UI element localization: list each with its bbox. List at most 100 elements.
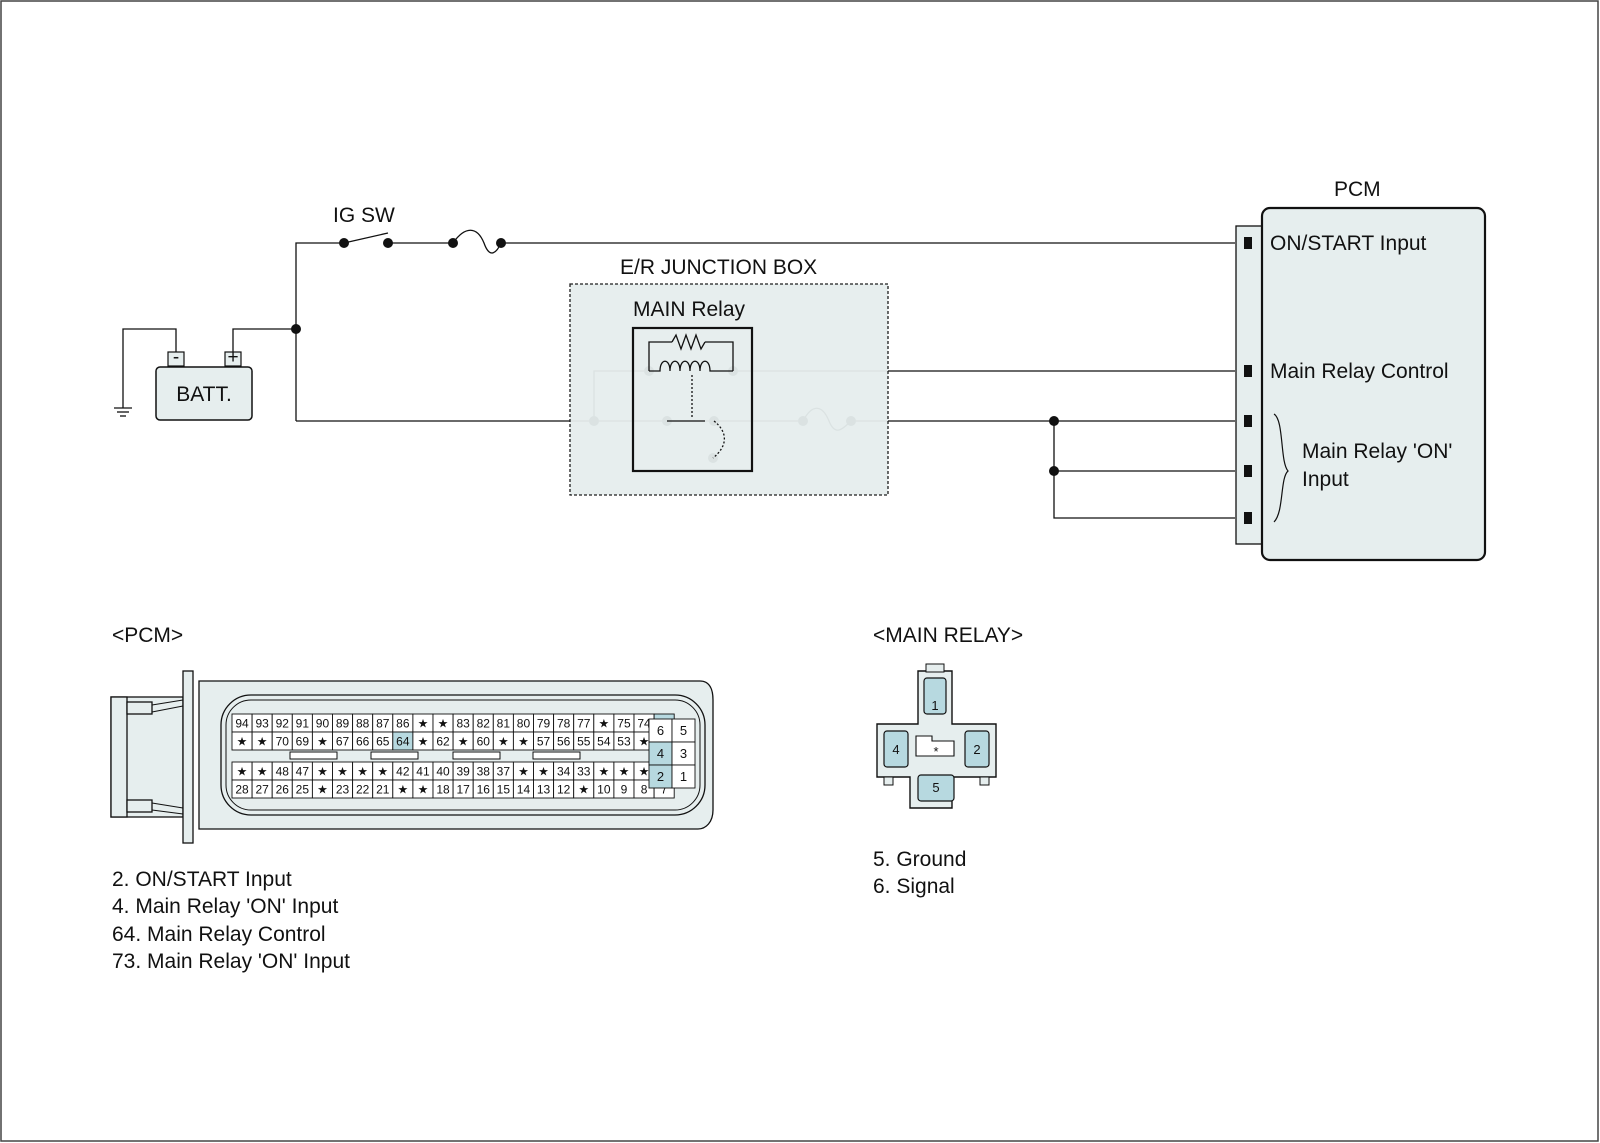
- pcm-pin-label: ★: [438, 717, 449, 731]
- pcm-pin-label: 47: [296, 765, 310, 779]
- battery: - + BATT.: [155, 347, 253, 421]
- pcm-pin-label: 66: [356, 735, 370, 749]
- pcm-pin-label: 38: [477, 765, 491, 779]
- pcm-pin-label: 74: [637, 717, 651, 731]
- pcm-pin-label: ★: [458, 735, 469, 749]
- pcm-side-pin-label: 3: [680, 746, 687, 761]
- pcm-pin-label: 78: [557, 717, 571, 731]
- pcm-pin-label: 88: [356, 717, 370, 731]
- pcm-legend-2: 4. Main Relay 'ON' Input: [112, 895, 338, 918]
- pcm-pin-label: 90: [316, 717, 330, 731]
- pcm-pin-label: 53: [617, 735, 631, 749]
- pcm-pin-label: ★: [619, 765, 630, 779]
- pcm-pin-label: ★: [418, 717, 429, 731]
- pcm-side-pin-cell: [671, 764, 696, 789]
- pcm-pin-label: 15: [497, 783, 511, 797]
- pcm-pin-label: 33: [577, 765, 591, 779]
- pcm-pin-label: 83: [456, 717, 470, 731]
- junction-box: E/R JUNCTION BOX MAIN Relay: [569, 256, 889, 496]
- pcm-pin-label: 55: [577, 735, 591, 749]
- pcm-pin-label: 64: [396, 735, 410, 749]
- pcm-pin-label: 57: [537, 735, 551, 749]
- pcm-pin-label: 86: [396, 717, 410, 731]
- pcm-pin-label: 65: [376, 735, 390, 749]
- pcm-side-pin-label: 2: [657, 769, 664, 784]
- pcm-pin-label: 81: [497, 717, 511, 731]
- pcm-legend-1: 2. ON/START Input: [112, 868, 292, 891]
- pcm-pin-label: 12: [557, 783, 571, 797]
- junction-box-label: E/R JUNCTION BOX: [620, 256, 817, 279]
- pcm-pin-label: 28: [235, 783, 249, 797]
- pcm-pin-label: ★: [397, 783, 408, 797]
- battery-neg-label: -: [173, 347, 179, 368]
- relay-connector-title: <MAIN RELAY>: [873, 624, 1023, 647]
- pcm-pin-label: 87: [376, 717, 390, 731]
- battery-pos-label: +: [227, 347, 238, 368]
- pcm-pin-label: 9: [621, 783, 628, 797]
- pcm-pin-label: 69: [296, 735, 310, 749]
- pcm-pin-label: 82: [477, 717, 491, 731]
- pcm-pin-label: ★: [538, 765, 549, 779]
- pcm-pin-label: 37: [497, 765, 511, 779]
- pcm-pin-label: ★: [317, 765, 328, 779]
- pcm-pin-relay-control: Main Relay Control: [1270, 360, 1449, 383]
- pcm-pin-label: ★: [337, 765, 348, 779]
- pcm-pin-label: ★: [237, 765, 248, 779]
- pcm-pin-label: 10: [597, 783, 611, 797]
- ground-symbol: [114, 328, 177, 417]
- pcm-pin-grid: 949392919089888786★★83828180797877★75747…: [231, 713, 675, 799]
- pcm-pin-label: ★: [598, 717, 609, 731]
- pcm-pin-label: 26: [276, 783, 290, 797]
- pcm-pin-label: ★: [237, 735, 248, 749]
- relay-on-input-label-1: Main Relay 'ON': [1302, 440, 1452, 463]
- pcm-pin-label: 8: [641, 783, 648, 797]
- relay-pin-1-label: 1: [931, 698, 938, 713]
- pin-group-brace: [1273, 413, 1289, 523]
- pcm-pin-label: 92: [276, 717, 290, 731]
- relay-connector: 1 2 4 5 *: [876, 663, 997, 809]
- pcm-pin-label: 42: [396, 765, 410, 779]
- pcm-title: PCM: [1334, 178, 1381, 201]
- pcm-pin-label: ★: [357, 765, 368, 779]
- pcm-pin-label: 39: [456, 765, 470, 779]
- pcm-pin-label: 89: [336, 717, 350, 731]
- pcm-pin-label: 94: [235, 717, 249, 731]
- pcm-pin-label: ★: [639, 735, 650, 749]
- pcm-side-pin-label: 4: [657, 746, 664, 761]
- pcm-pin-label: 41: [416, 765, 430, 779]
- pcm-pin-label: ★: [578, 783, 589, 797]
- pcm-module: PCM ON/START Input Main Relay Control Ma…: [1235, 178, 1487, 562]
- pcm-pin-label: 34: [557, 765, 571, 779]
- ig-sw-label: IG SW: [333, 204, 395, 227]
- pcm-pin-label: 77: [577, 717, 591, 731]
- relay-coil: [648, 333, 734, 459]
- relay-pin-1: [923, 677, 947, 715]
- pcm-pin-label: 25: [296, 783, 310, 797]
- pcm-pin-label: 62: [436, 735, 450, 749]
- relay-legend-2: 6. Signal: [873, 875, 955, 898]
- pcm-pin-label: 48: [276, 765, 290, 779]
- pcm-pin-label: 17: [456, 783, 470, 797]
- pcm-side-pin-label: 5: [680, 723, 687, 738]
- pcm-pin-label: 21: [376, 783, 390, 797]
- pcm-side-pin-label: 6: [657, 723, 664, 738]
- relay-pin-5: [917, 774, 955, 802]
- pcm-legend-4: 73. Main Relay 'ON' Input: [112, 950, 350, 973]
- main-relay-label: MAIN Relay: [633, 298, 746, 321]
- relay-pin-4: [883, 730, 909, 768]
- pcm-connector: 949392919089888786★★83828180797877★75747…: [110, 670, 714, 844]
- pcm-pin-label: 22: [356, 783, 370, 797]
- pcm-pin-label: 16: [477, 783, 491, 797]
- main-relay-box: [631, 326, 754, 473]
- relay-pin-4-label: 4: [892, 742, 899, 757]
- pcm-pin-label: 40: [436, 765, 450, 779]
- pcm-pin-label: 93: [255, 717, 269, 731]
- pcm-pin-label: 79: [537, 717, 551, 731]
- pcm-connector-title: <PCM>: [112, 624, 183, 647]
- pcm-pin-label: 91: [296, 717, 310, 731]
- relay-pin-2: [964, 730, 990, 768]
